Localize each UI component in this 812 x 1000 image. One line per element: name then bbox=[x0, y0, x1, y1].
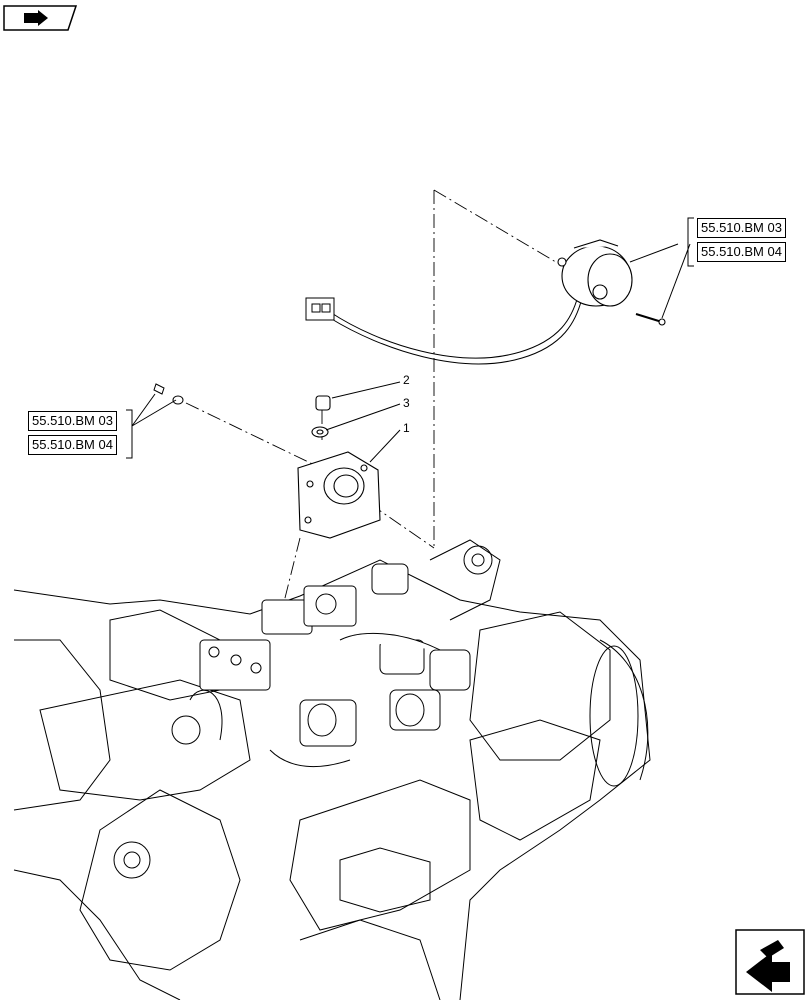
left-fasteners bbox=[153, 383, 184, 405]
assembly-lines bbox=[185, 189, 567, 611]
wire-harness bbox=[305, 295, 583, 365]
reference-label[interactable]: 55.510.BM 04 bbox=[28, 435, 117, 455]
rear-socket bbox=[557, 239, 666, 326]
next-page-icon[interactable] bbox=[735, 929, 805, 995]
callout-number: 2 bbox=[403, 373, 410, 387]
previous-page-icon[interactable] bbox=[3, 5, 78, 31]
reference-label[interactable]: 55.510.BM 03 bbox=[28, 411, 117, 431]
hydraulic-valves bbox=[199, 563, 471, 768]
bracket-assembly bbox=[297, 395, 381, 539]
callout-number: 1 bbox=[403, 421, 410, 435]
reference-label[interactable]: 55.510.BM 03 bbox=[697, 218, 786, 238]
reference-label[interactable]: 55.510.BM 04 bbox=[697, 242, 786, 262]
callout-leaders bbox=[131, 240, 691, 463]
callout-number: 3 bbox=[403, 396, 410, 410]
ref-brackets bbox=[126, 217, 694, 459]
